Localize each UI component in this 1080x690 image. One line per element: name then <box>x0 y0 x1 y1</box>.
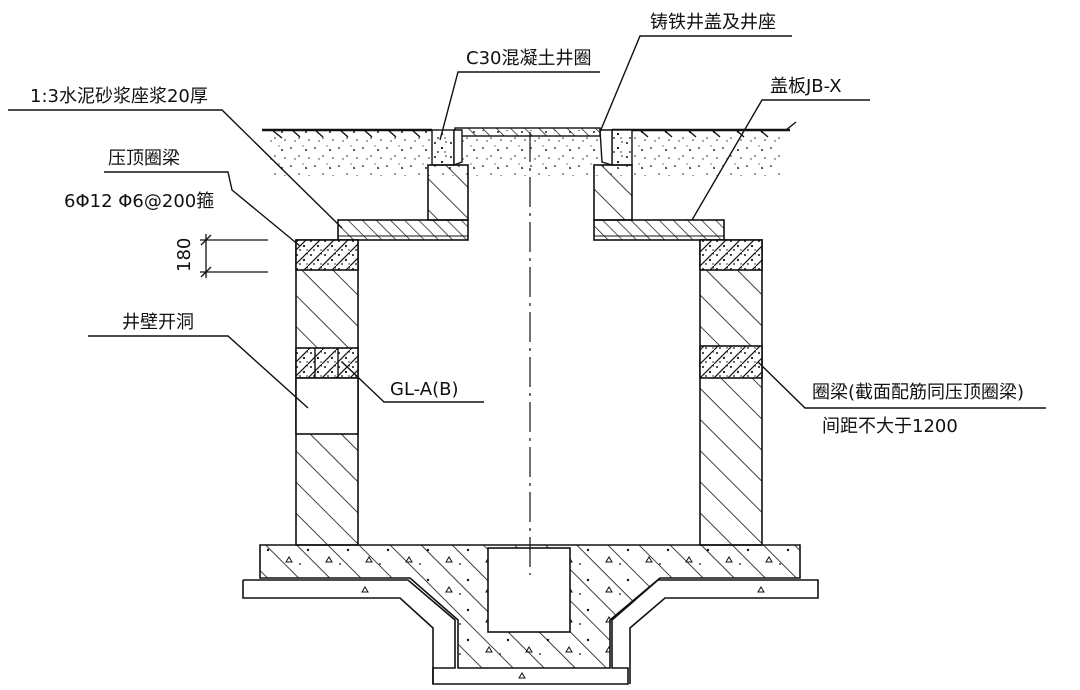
label-top-ring-beam-rebar: 6Φ12 Φ6@200箍 <box>64 191 214 212</box>
label-mortar-bed: 1:3水泥砂浆座浆20厚 <box>30 86 208 107</box>
label-ring-beam: 圈梁(截面配筋同压顶圈梁) <box>812 382 1024 403</box>
label-top-ring-beam: 压顶圈梁 <box>108 148 180 169</box>
label-lintel: GL-A(B) <box>390 379 458 400</box>
label-ring-beam-spacing: 间距不大于1200 <box>822 416 958 437</box>
label-c30-ring: C30混凝土井圈 <box>466 48 591 69</box>
base-slab <box>242 544 819 685</box>
cast-iron-cover <box>431 127 633 167</box>
ground-soil <box>262 121 797 176</box>
cover-slab <box>337 219 725 241</box>
label-cast-iron-cover: 铸铁井盖及井座 <box>650 12 776 33</box>
label-wall-opening: 井壁开洞 <box>122 312 194 333</box>
right-wall <box>699 239 763 546</box>
c30-concrete-ring <box>427 164 633 221</box>
label-cover-slab: 盖板JB-X <box>770 76 842 97</box>
leader-lines <box>8 35 1046 409</box>
dimension-180 <box>200 234 268 278</box>
label-dim-180: 180 <box>174 238 195 272</box>
left-wall <box>295 239 359 546</box>
